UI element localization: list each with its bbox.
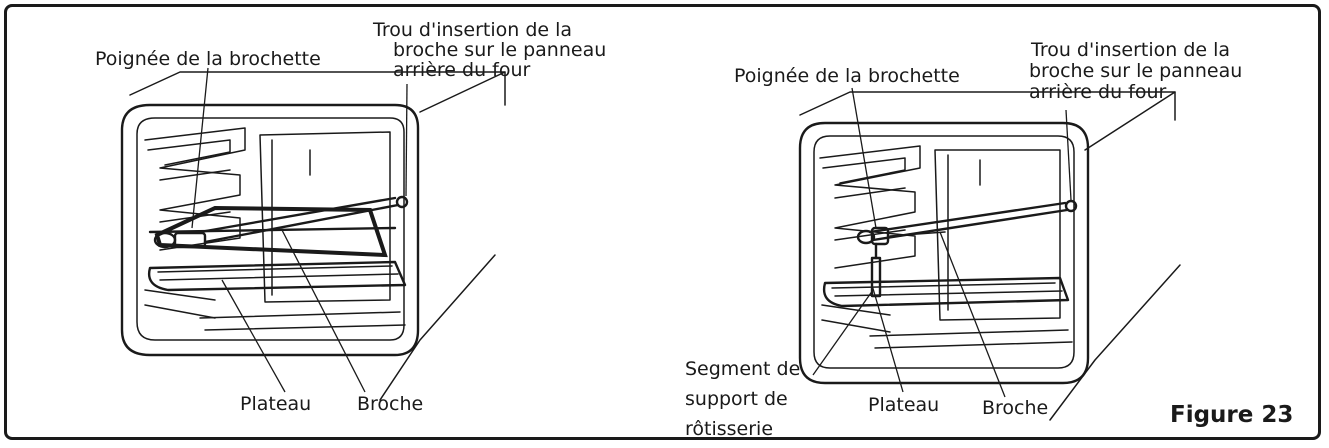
- right-oven-illustration: [798, 91, 1181, 421]
- left-label-handle: Poignée de la brochette: [95, 48, 321, 70]
- right-label-hole-line1: Trou d'insertion de la: [1030, 39, 1230, 61]
- left-label-hole-line2: broche sur le panneau: [393, 39, 606, 61]
- left-leader-lines: [191, 67, 408, 393]
- left-oven-illustration: [120, 71, 506, 401]
- left-label-tray: Plateau: [240, 393, 311, 415]
- right-label-hole-line3: arrière du four: [1029, 81, 1167, 103]
- right-label-handle: Poignée de la brochette: [734, 65, 960, 87]
- figure-caption: Figure 23: [1170, 402, 1293, 428]
- right-label-spit: Broche: [982, 397, 1048, 419]
- right-label-tray: Plateau: [868, 394, 939, 416]
- left-label-hole-line3: arrière du four: [393, 59, 531, 81]
- figure-frame: [4, 4, 1321, 440]
- right-label-support-line2: support de: [685, 388, 788, 410]
- left-label-hole-line1: Trou d'insertion de la: [372, 19, 572, 41]
- right-label-hole-line2: broche sur le panneau: [1029, 60, 1242, 82]
- left-label-spit: Broche: [357, 393, 423, 415]
- right-label-support-line3: rôtisserie: [685, 418, 773, 440]
- right-label-support-line1: Segment de: [685, 358, 800, 380]
- right-leader-lines: [812, 87, 1072, 398]
